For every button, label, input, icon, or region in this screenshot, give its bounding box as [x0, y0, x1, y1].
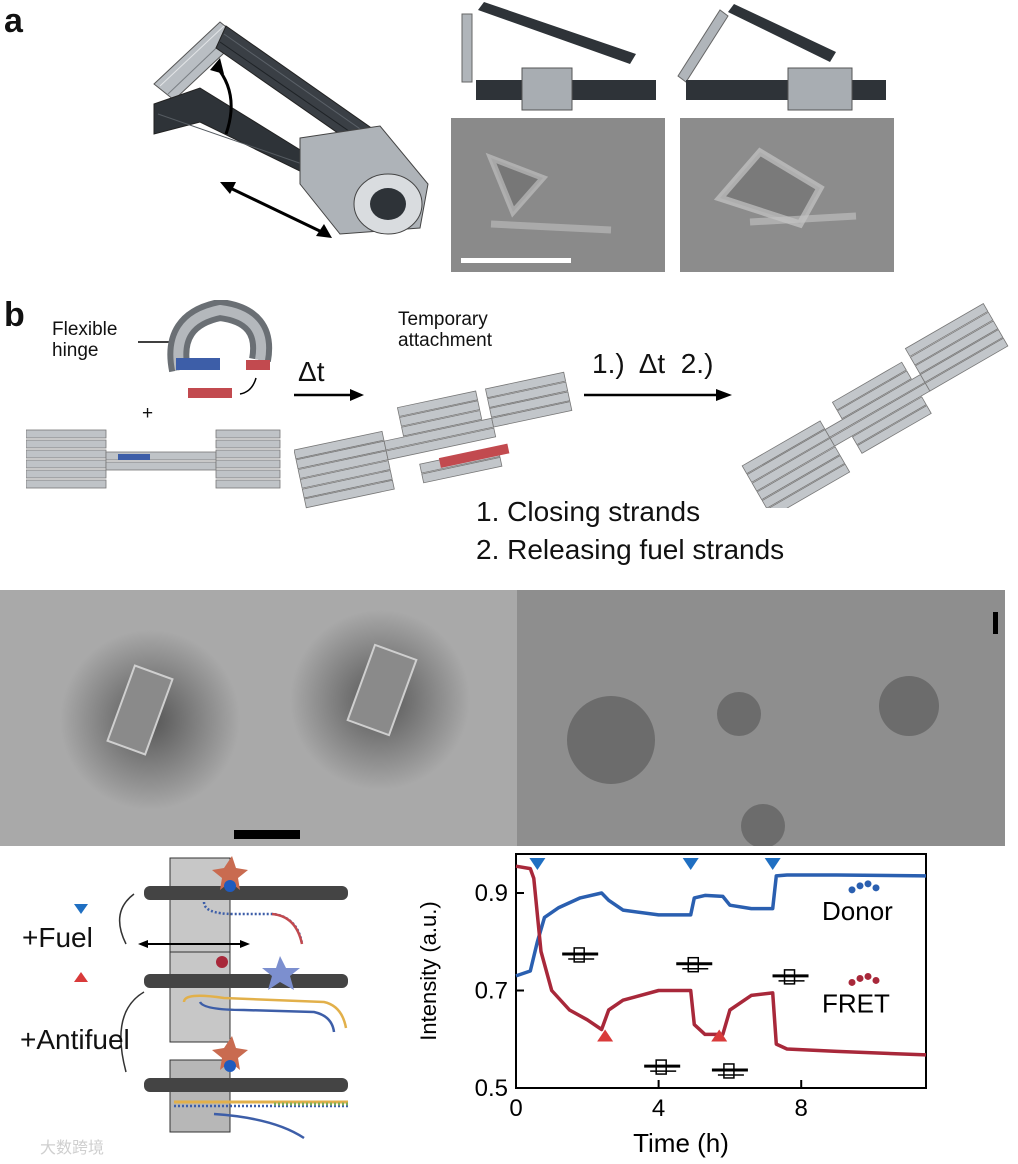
- fuel-marker-4: [765, 858, 781, 870]
- legend-donor: Donor: [822, 896, 893, 926]
- legend-dot-fret: [873, 977, 880, 984]
- intermediate-structure: [294, 360, 580, 510]
- legend-fret: FRET: [822, 988, 890, 1018]
- scale-bar-black: [234, 830, 300, 839]
- mechanism-schematic: [14, 852, 354, 1142]
- micrograph-a-right: [680, 118, 894, 272]
- two-step-arrow: [584, 388, 732, 402]
- fuel-marker-icon: [74, 904, 88, 914]
- series-fret-line: [516, 866, 926, 1055]
- legend-dot-donor: [873, 884, 880, 891]
- flexible-hinge-label: Flexible hinge: [52, 320, 117, 362]
- step-2-text: 2. Releasing fuel strands: [476, 534, 784, 566]
- micrograph-a-left: [451, 118, 665, 272]
- legend-dot-donor: [849, 886, 856, 893]
- scale-bar-small: [993, 612, 998, 634]
- legend-dot-donor: [865, 880, 872, 887]
- two-step-arrow-label: 1.) Δt 2.): [592, 348, 713, 380]
- temporary-attachment-label: Temporary attachment: [398, 310, 492, 352]
- y-axis-label: Intensity (a.u.): [416, 901, 441, 1040]
- plus-sign: +: [142, 404, 153, 425]
- x-axis-label: Time (h): [633, 1128, 729, 1158]
- fuel-marker-2: [683, 858, 699, 870]
- schematic-closed-state: [458, 2, 668, 112]
- watermark: 大数跨境: [40, 1134, 104, 1158]
- x-tick-label: 4: [652, 1095, 665, 1122]
- base-structure: [26, 426, 282, 494]
- x-tick-label: 0: [509, 1095, 522, 1122]
- y-tick-label: 0.9: [475, 880, 508, 907]
- y-tick-label: 0.5: [475, 1075, 508, 1102]
- hinge-bundle: [160, 300, 280, 410]
- legend-dot-fret: [865, 973, 872, 980]
- hinge-sleeve: [300, 126, 428, 234]
- antifuel-label: +Antifuel: [20, 1024, 130, 1056]
- legend-dot-donor: [857, 882, 864, 889]
- panel-a-letter: a: [4, 4, 23, 38]
- antifuel-marker-icon: [74, 972, 88, 982]
- legend-dot-fret: [849, 979, 856, 986]
- panel-b-letter: b: [4, 298, 25, 332]
- legend-dot-fret: [857, 975, 864, 982]
- scale-bar: [461, 258, 571, 263]
- antifuel-marker-1: [597, 1030, 613, 1042]
- x-tick-label: 8: [795, 1095, 808, 1122]
- tem-image-overview: [517, 590, 1005, 846]
- schematic-open-state: [676, 2, 890, 112]
- fuel-label: +Fuel: [22, 922, 93, 954]
- hinge-3d-illustration: [140, 14, 440, 254]
- tem-image-closeup: [0, 590, 517, 846]
- step-1-text: 1. Closing strands: [476, 496, 700, 528]
- y-tick-label: 0.7: [475, 978, 508, 1005]
- final-structure: [724, 282, 1018, 508]
